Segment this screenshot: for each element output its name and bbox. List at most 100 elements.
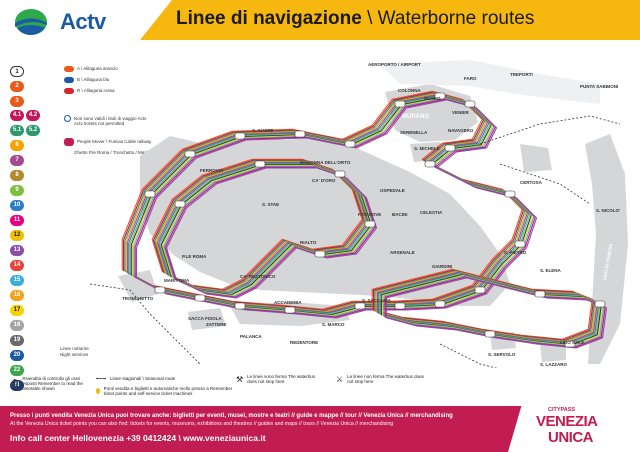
- line-badge-5-2: 5.2: [26, 125, 40, 136]
- bottom-legend: ◷Rivendita di controllo gli orari espost…: [0, 368, 640, 406]
- alilaguna-orange-badge: [64, 66, 74, 72]
- note-people-mover-stops: Ghetto P.le Roma / Tronchetto / Marittim…: [74, 150, 156, 156]
- stop-marker[interactable]: [394, 100, 406, 108]
- line-badge-6: 6: [10, 140, 24, 151]
- stop-marker[interactable]: [434, 300, 446, 308]
- footer-text-en: At the Venezia Unica ticket points you c…: [10, 421, 394, 427]
- stop-marker[interactable]: [294, 130, 306, 138]
- northern-lagoon: [380, 60, 600, 104]
- legend-timetable-text: Rivendita di controllo gli orari esposti…: [22, 376, 83, 391]
- stop-marker[interactable]: [474, 286, 486, 294]
- legend-seasonal-text: Linee stagionali \ Seasonal route: [110, 376, 176, 381]
- legend-timetable: ◷Rivendita di controllo gli orari espost…: [12, 376, 92, 391]
- stop-marker[interactable]: [444, 144, 456, 152]
- label-sacca-fisola: SACCA FISOLA: [188, 316, 222, 321]
- line-badge-15: 15: [10, 275, 24, 286]
- legend-no-stop: ⚒Le linee sono ferma The waterbus does n…: [236, 374, 326, 384]
- label-serenella: SERENELLA: [400, 130, 428, 135]
- label-ca-doro: CA' D'ORO: [312, 178, 336, 183]
- header: Actv Linee di navigazione \ Waterborne r…: [0, 0, 640, 44]
- page-title: Linee di navigazione \ Waterborne routes: [176, 8, 534, 30]
- route-lines: [89, 90, 621, 368]
- night-lines-label: Linee notturne: [60, 346, 89, 351]
- stop-marker[interactable]: [364, 220, 376, 228]
- line-badge-9: 9: [10, 185, 24, 196]
- route-line-1-1: [152, 159, 365, 291]
- line-badge-1: 1: [10, 66, 24, 77]
- certosa-island: [520, 144, 552, 172]
- title-separator: \: [361, 8, 378, 29]
- legend-ticket-points: Punti vendita e biglietti e automatiche …: [96, 386, 236, 396]
- note-alilaguna-blue: B \ Alilaguna blu: [64, 77, 109, 83]
- stop-marker[interactable]: [514, 240, 526, 248]
- stop-marker[interactable]: [394, 302, 406, 310]
- stop-marker[interactable]: [504, 190, 516, 198]
- label-faro: FARO: [464, 76, 477, 81]
- line-badge-17: 17: [10, 305, 24, 316]
- title-english: Waterborne routes: [377, 8, 535, 29]
- no-ticket-icon: [64, 115, 71, 122]
- line-badge-20: 20: [10, 350, 24, 361]
- website-link[interactable]: www.veneziaunica.it: [183, 433, 266, 443]
- note-text: People Mover \ Funivia Cable railway: [77, 139, 152, 144]
- clock-icon: ◷: [12, 379, 19, 388]
- line-badge-4-2: 4.2: [26, 110, 40, 121]
- note-people-mover: People Mover \ Funivia Cable railway: [64, 138, 151, 146]
- label-museo: MUSEO: [424, 96, 441, 101]
- stop-marker[interactable]: [194, 294, 206, 302]
- note-alilaguna-red: R \ Alilaguna rossa: [64, 88, 115, 94]
- venezia-unica-logo-line2: UNICA: [548, 429, 594, 446]
- stop-marker[interactable]: [334, 170, 346, 178]
- stop-marker[interactable]: [434, 92, 446, 100]
- label-fondamentenove: F.TE NOVE: [358, 212, 382, 217]
- label-sanlazzaro: S. LAZZARO: [540, 362, 567, 367]
- stop-marker[interactable]: [154, 286, 166, 294]
- label-treporti: TREPORTI: [510, 72, 533, 77]
- alilaguna-red-badge: [64, 88, 74, 94]
- label-sanstae: S. STAE: [262, 202, 280, 207]
- route-line-1-2: [154, 160, 366, 292]
- stop-marker[interactable]: [174, 200, 186, 208]
- dashed-line-icon: [96, 378, 106, 379]
- stop-marker[interactable]: [184, 150, 196, 158]
- call-center: Info call center Hellovenezia +39 041242…: [10, 433, 177, 443]
- label-celestia: CELESTIA: [420, 210, 443, 215]
- stop-marker[interactable]: [464, 100, 476, 108]
- stop-marker[interactable]: [234, 302, 246, 310]
- stop-marker[interactable]: [254, 160, 266, 168]
- stop-marker[interactable]: [144, 190, 156, 198]
- label-rialto: RIALTO: [300, 240, 317, 245]
- sanlazzaro-island: [540, 342, 566, 362]
- sacca-fisola-island: [188, 308, 226, 330]
- ticket-point-icon: [96, 388, 100, 394]
- stop-marker[interactable]: [284, 306, 296, 314]
- title-italian: Linee di navigazione: [176, 8, 362, 29]
- label-palanca: PALANCA: [240, 334, 262, 339]
- label-sanmichele: S. MICHELE: [414, 146, 440, 151]
- label-giardini: GIARDINI: [432, 264, 453, 269]
- stop-marker[interactable]: [534, 290, 546, 298]
- footer-separator: \: [176, 433, 184, 443]
- stop-marker[interactable]: [344, 140, 356, 148]
- line-badge-5-1: 5.1: [10, 125, 24, 136]
- note-text: B \ Alilaguna blu: [77, 77, 110, 82]
- note-text: A \ Alilaguna arancio: [77, 66, 118, 71]
- note-text: Actv tickets not permitted: [74, 121, 125, 126]
- stop-marker[interactable]: [564, 340, 576, 348]
- line-badge-13: 13: [10, 245, 24, 256]
- stop-marker[interactable]: [314, 250, 326, 258]
- legend-seasonal: Linee stagionali \ Seasonal route: [96, 376, 175, 381]
- route-map: [89, 60, 628, 368]
- legend-no-stop-text: Le linee sono ferma The waterbus does no…: [247, 374, 316, 384]
- stop-marker[interactable]: [354, 302, 366, 310]
- route-line-1-3: [155, 161, 367, 293]
- line-badge-14: 14: [10, 260, 24, 271]
- wrench-icon: ⚒: [236, 374, 244, 384]
- stop-marker[interactable]: [234, 132, 246, 140]
- stop-marker[interactable]: [424, 160, 436, 168]
- label-zattere: ZATTERE: [206, 322, 227, 327]
- note-text: Ghetto P.le Roma / Tronchetto / Marittim…: [74, 150, 157, 155]
- people-mover-icon: [64, 138, 74, 146]
- stop-marker[interactable]: [484, 330, 496, 338]
- stop-marker[interactable]: [594, 300, 606, 308]
